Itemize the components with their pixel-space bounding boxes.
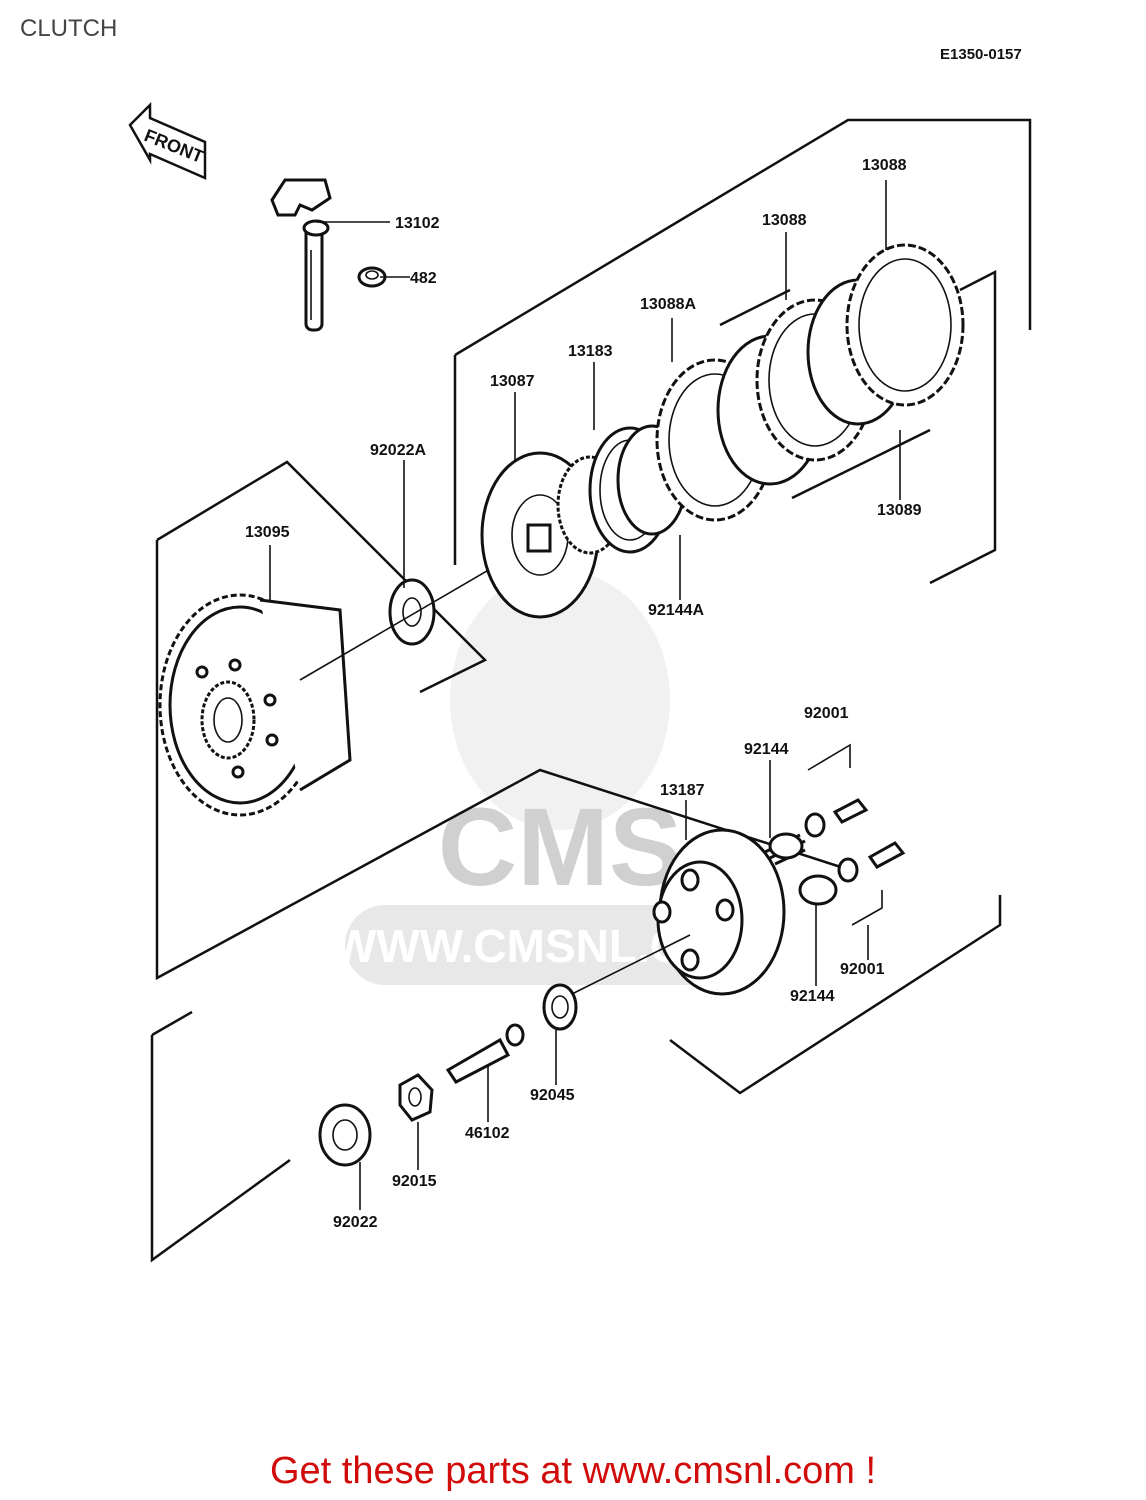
label-13089: 13089 (877, 502, 922, 519)
friction-plate-13088-2 (845, 243, 965, 407)
label-92022A: 92022A (370, 442, 426, 459)
watermark-logo: CMS (438, 786, 682, 909)
label-92022: 92022 (333, 1214, 378, 1231)
pressure-plate (652, 828, 786, 996)
washer-bolt-upper (804, 798, 869, 838)
nut-92015 (398, 1073, 434, 1122)
label-92001-top: 92001 (804, 705, 849, 722)
bearing-92045 (542, 983, 578, 1031)
bracket-92001-upper (807, 743, 851, 771)
label-46102: 46102 (465, 1125, 510, 1142)
page-title: CLUTCH (20, 15, 118, 42)
label-13102: 13102 (395, 215, 440, 232)
clutch-exploded-diagram: CMS WWW.CMSNL.COM FRONT (128, 101, 1032, 1263)
pushrod-46102 (445, 1023, 525, 1084)
clutch-release-lever (270, 178, 332, 332)
label-13088-mid: 13088 (762, 212, 807, 229)
washer-bolt-lower (837, 841, 906, 883)
label-13187: 13187 (660, 782, 705, 799)
frame-lines (150, 118, 1032, 1263)
axis-line-bottom (569, 934, 691, 996)
label-92144-bottom: 92144 (790, 988, 835, 1005)
bracket-92001-lower (851, 890, 883, 926)
label-13087: 13087 (490, 373, 535, 390)
clutch-housing (158, 593, 352, 817)
label-13088-top: 13088 (862, 157, 907, 174)
washer-92022 (318, 1103, 372, 1167)
nut-482 (357, 266, 387, 288)
label-92001-bottom: 92001 (840, 961, 885, 978)
washer-92022A (388, 578, 436, 646)
spring-upper (764, 832, 806, 866)
label-13095: 13095 (245, 524, 290, 541)
front-arrow: FRONT (128, 101, 206, 180)
diagram-code: E1350-0157 (940, 46, 1022, 63)
label-92045: 92045 (530, 1087, 575, 1104)
label-92144A: 92144A (648, 602, 704, 619)
spring-lower (798, 874, 838, 906)
footer-link-text[interactable]: Get these parts at www.cmsnl.com ! (269, 1450, 877, 1492)
label-13088A: 13088A (640, 296, 696, 313)
label-92015: 92015 (392, 1173, 437, 1190)
label-482: 482 (410, 270, 437, 287)
part-labels: 13102 482 13088 13088 13088A 13183 13087… (245, 157, 922, 1231)
label-92144-top: 92144 (744, 741, 789, 758)
label-13183: 13183 (568, 343, 613, 360)
leader-lines (269, 180, 901, 1210)
